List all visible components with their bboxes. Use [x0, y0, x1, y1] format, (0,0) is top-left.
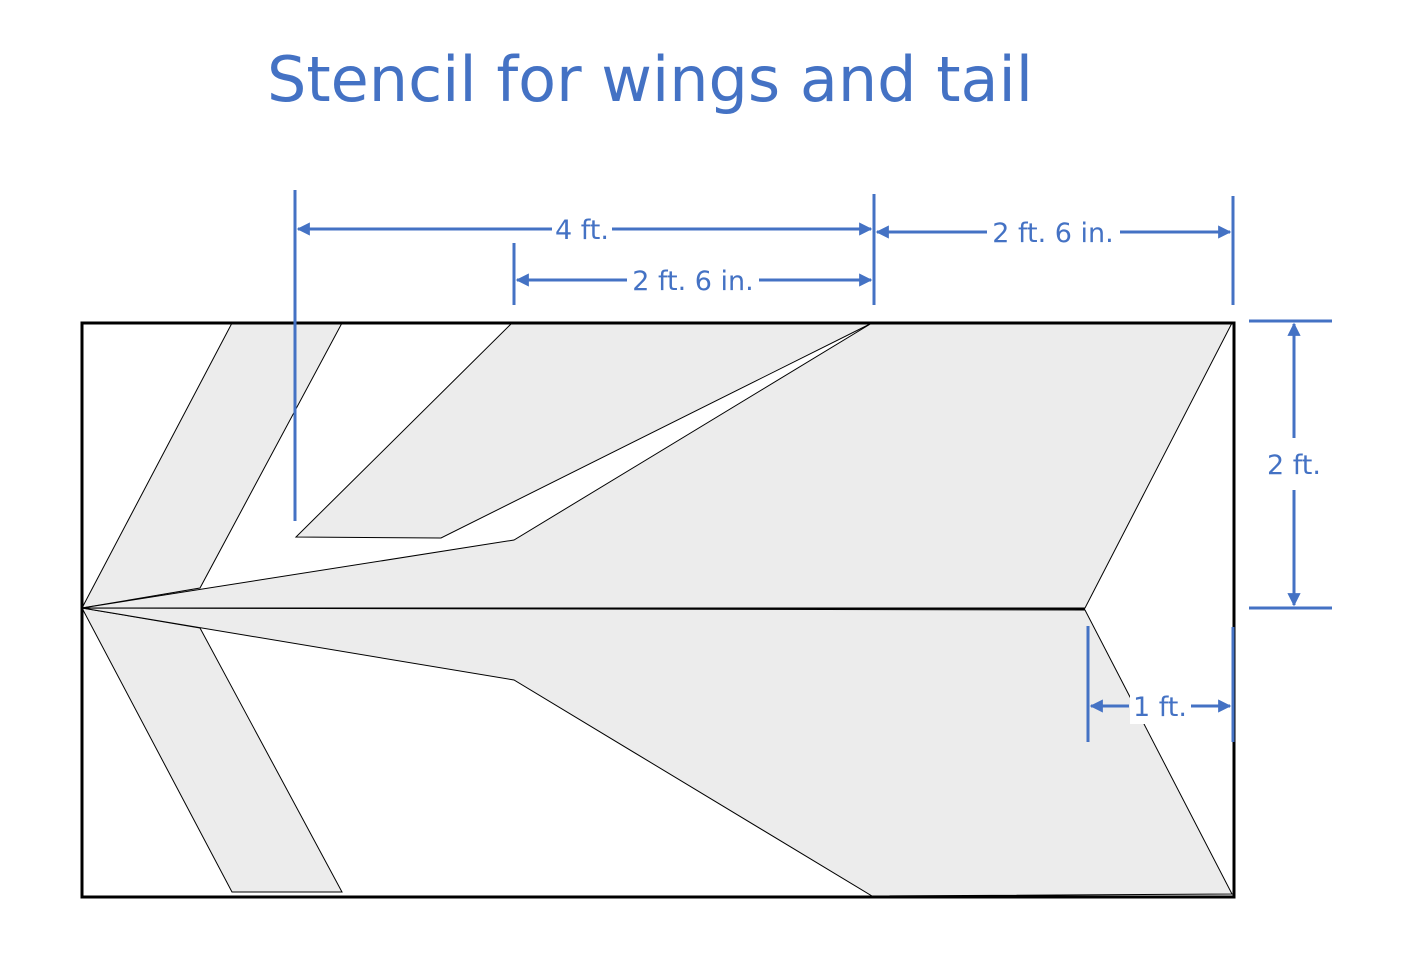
upper-tail-strip — [81, 322, 343, 609]
dimension-inner-span: 2 ft. 6 in. — [515, 266, 873, 297]
dimension-right-span: 2 ft. 6 in. — [875, 218, 1232, 249]
lower-tail-strip — [81, 607, 343, 893]
label-height: 2 ft. — [1267, 450, 1321, 481]
center-line — [81, 607, 1086, 610]
lower-wing-body — [81, 607, 1233, 897]
label-tail-gap: 1 ft. — [1133, 692, 1187, 723]
stencil-outline — [80, 321, 1236, 899]
label-inner-span: 2 ft. 6 in. — [632, 266, 754, 297]
label-right-span: 2 ft. 6 in. — [992, 218, 1114, 249]
diagram-title: Stencil for wings and tail — [266, 43, 1033, 116]
dimension-tail-gap: 1 ft. — [1089, 688, 1232, 724]
dimension-top-span: 4 ft. — [296, 215, 873, 246]
label-top-span: 4 ft. — [555, 215, 609, 246]
dimension-height: 2 ft. — [1267, 322, 1321, 607]
